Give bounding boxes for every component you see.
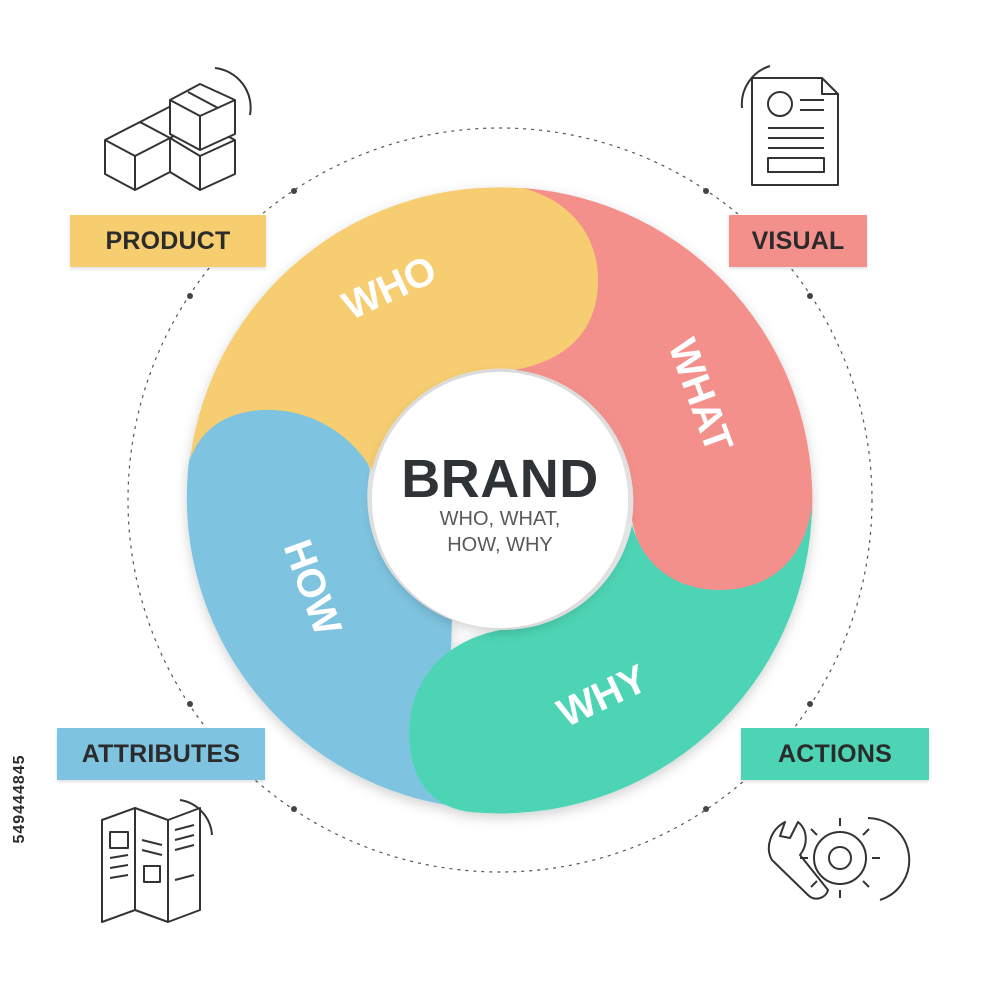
segment-who	[190, 187, 599, 470]
brochure-icon	[101, 799, 213, 923]
label-attributes: ATTRIBUTES	[57, 728, 265, 780]
document-icon	[740, 65, 839, 186]
ring-dot	[807, 293, 813, 299]
ring-dot	[703, 188, 709, 194]
center-title: BRAND	[401, 449, 599, 509]
segment-what	[515, 188, 813, 590]
ring-dot	[807, 701, 813, 707]
ring-dot	[187, 293, 193, 299]
label-actions: ACTIONS	[741, 728, 929, 780]
segment-how	[186, 408, 452, 805]
center-subtitle-line2: HOW, WHY	[447, 534, 553, 556]
boxes-icon	[104, 67, 252, 191]
dashed-ring	[127, 127, 873, 873]
label-product: PRODUCT	[70, 215, 266, 267]
segment-why	[409, 505, 812, 814]
ring-dot	[187, 701, 193, 707]
label-visual: VISUAL	[729, 215, 867, 267]
center-disc	[372, 372, 628, 628]
stock-id-watermark: 549444845	[11, 754, 28, 844]
ring-dot	[703, 806, 709, 812]
ring-dot	[291, 806, 297, 812]
ring-dot	[291, 188, 297, 194]
wrench-gear-icon	[767, 817, 911, 901]
center-subtitle-line1: WHO, WHAT,	[439, 508, 561, 530]
